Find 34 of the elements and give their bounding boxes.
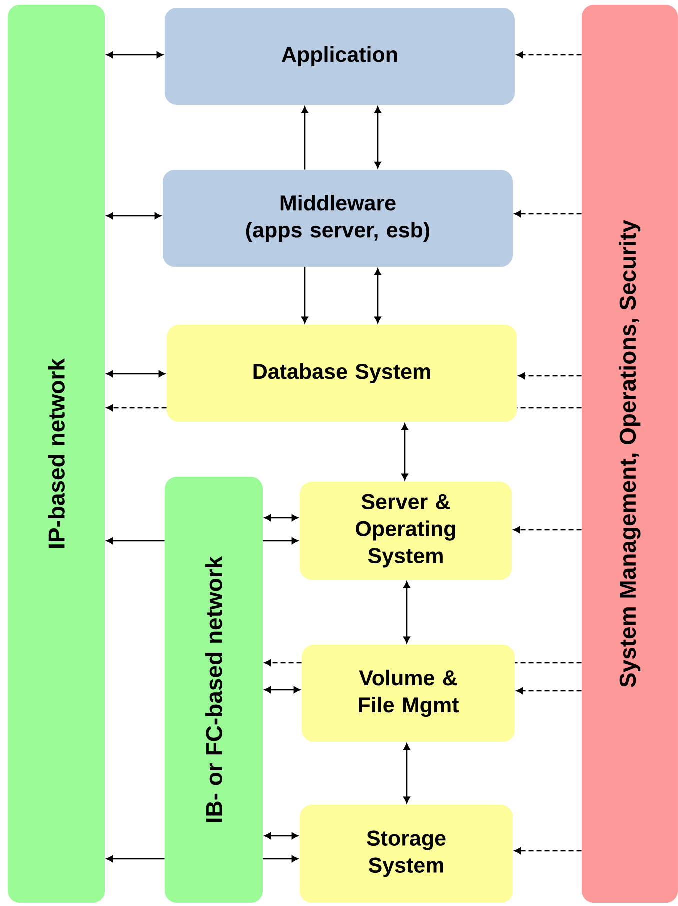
arrow	[402, 424, 408, 480]
arrow	[302, 106, 308, 170]
arrow	[263, 856, 298, 862]
arrow	[514, 848, 582, 854]
management-band: System Management, Operations, Security	[582, 5, 678, 903]
arrow	[264, 514, 298, 522]
arrow	[263, 538, 298, 544]
arrow	[264, 686, 300, 694]
layer-box: Server & Operating System	[300, 482, 512, 580]
arrow	[516, 52, 582, 58]
layer-box: Database System	[167, 325, 517, 422]
arrow	[374, 106, 382, 168]
arrow	[514, 526, 582, 534]
layer-box: Volume & File Mgmt	[302, 645, 515, 742]
layer-box: Storage System	[300, 805, 513, 903]
arrow	[106, 538, 165, 544]
layer-box: Application	[165, 8, 515, 106]
arrow	[106, 52, 164, 58]
arrow	[106, 212, 162, 220]
arrow	[106, 404, 167, 412]
arrow	[518, 372, 582, 380]
arrow	[264, 832, 298, 840]
arrow	[516, 688, 582, 694]
arrow	[374, 268, 382, 324]
network-band: IP-based network	[8, 5, 105, 903]
arrow	[106, 370, 166, 378]
arrow	[106, 856, 165, 862]
arrow	[404, 582, 410, 644]
arrow	[404, 744, 410, 804]
layer-box: Middleware (apps server, esb)	[163, 170, 513, 267]
arrow	[514, 210, 582, 218]
arrow	[264, 660, 302, 666]
arrow	[302, 267, 308, 324]
network-band: IB- or FC-based network	[165, 477, 263, 903]
